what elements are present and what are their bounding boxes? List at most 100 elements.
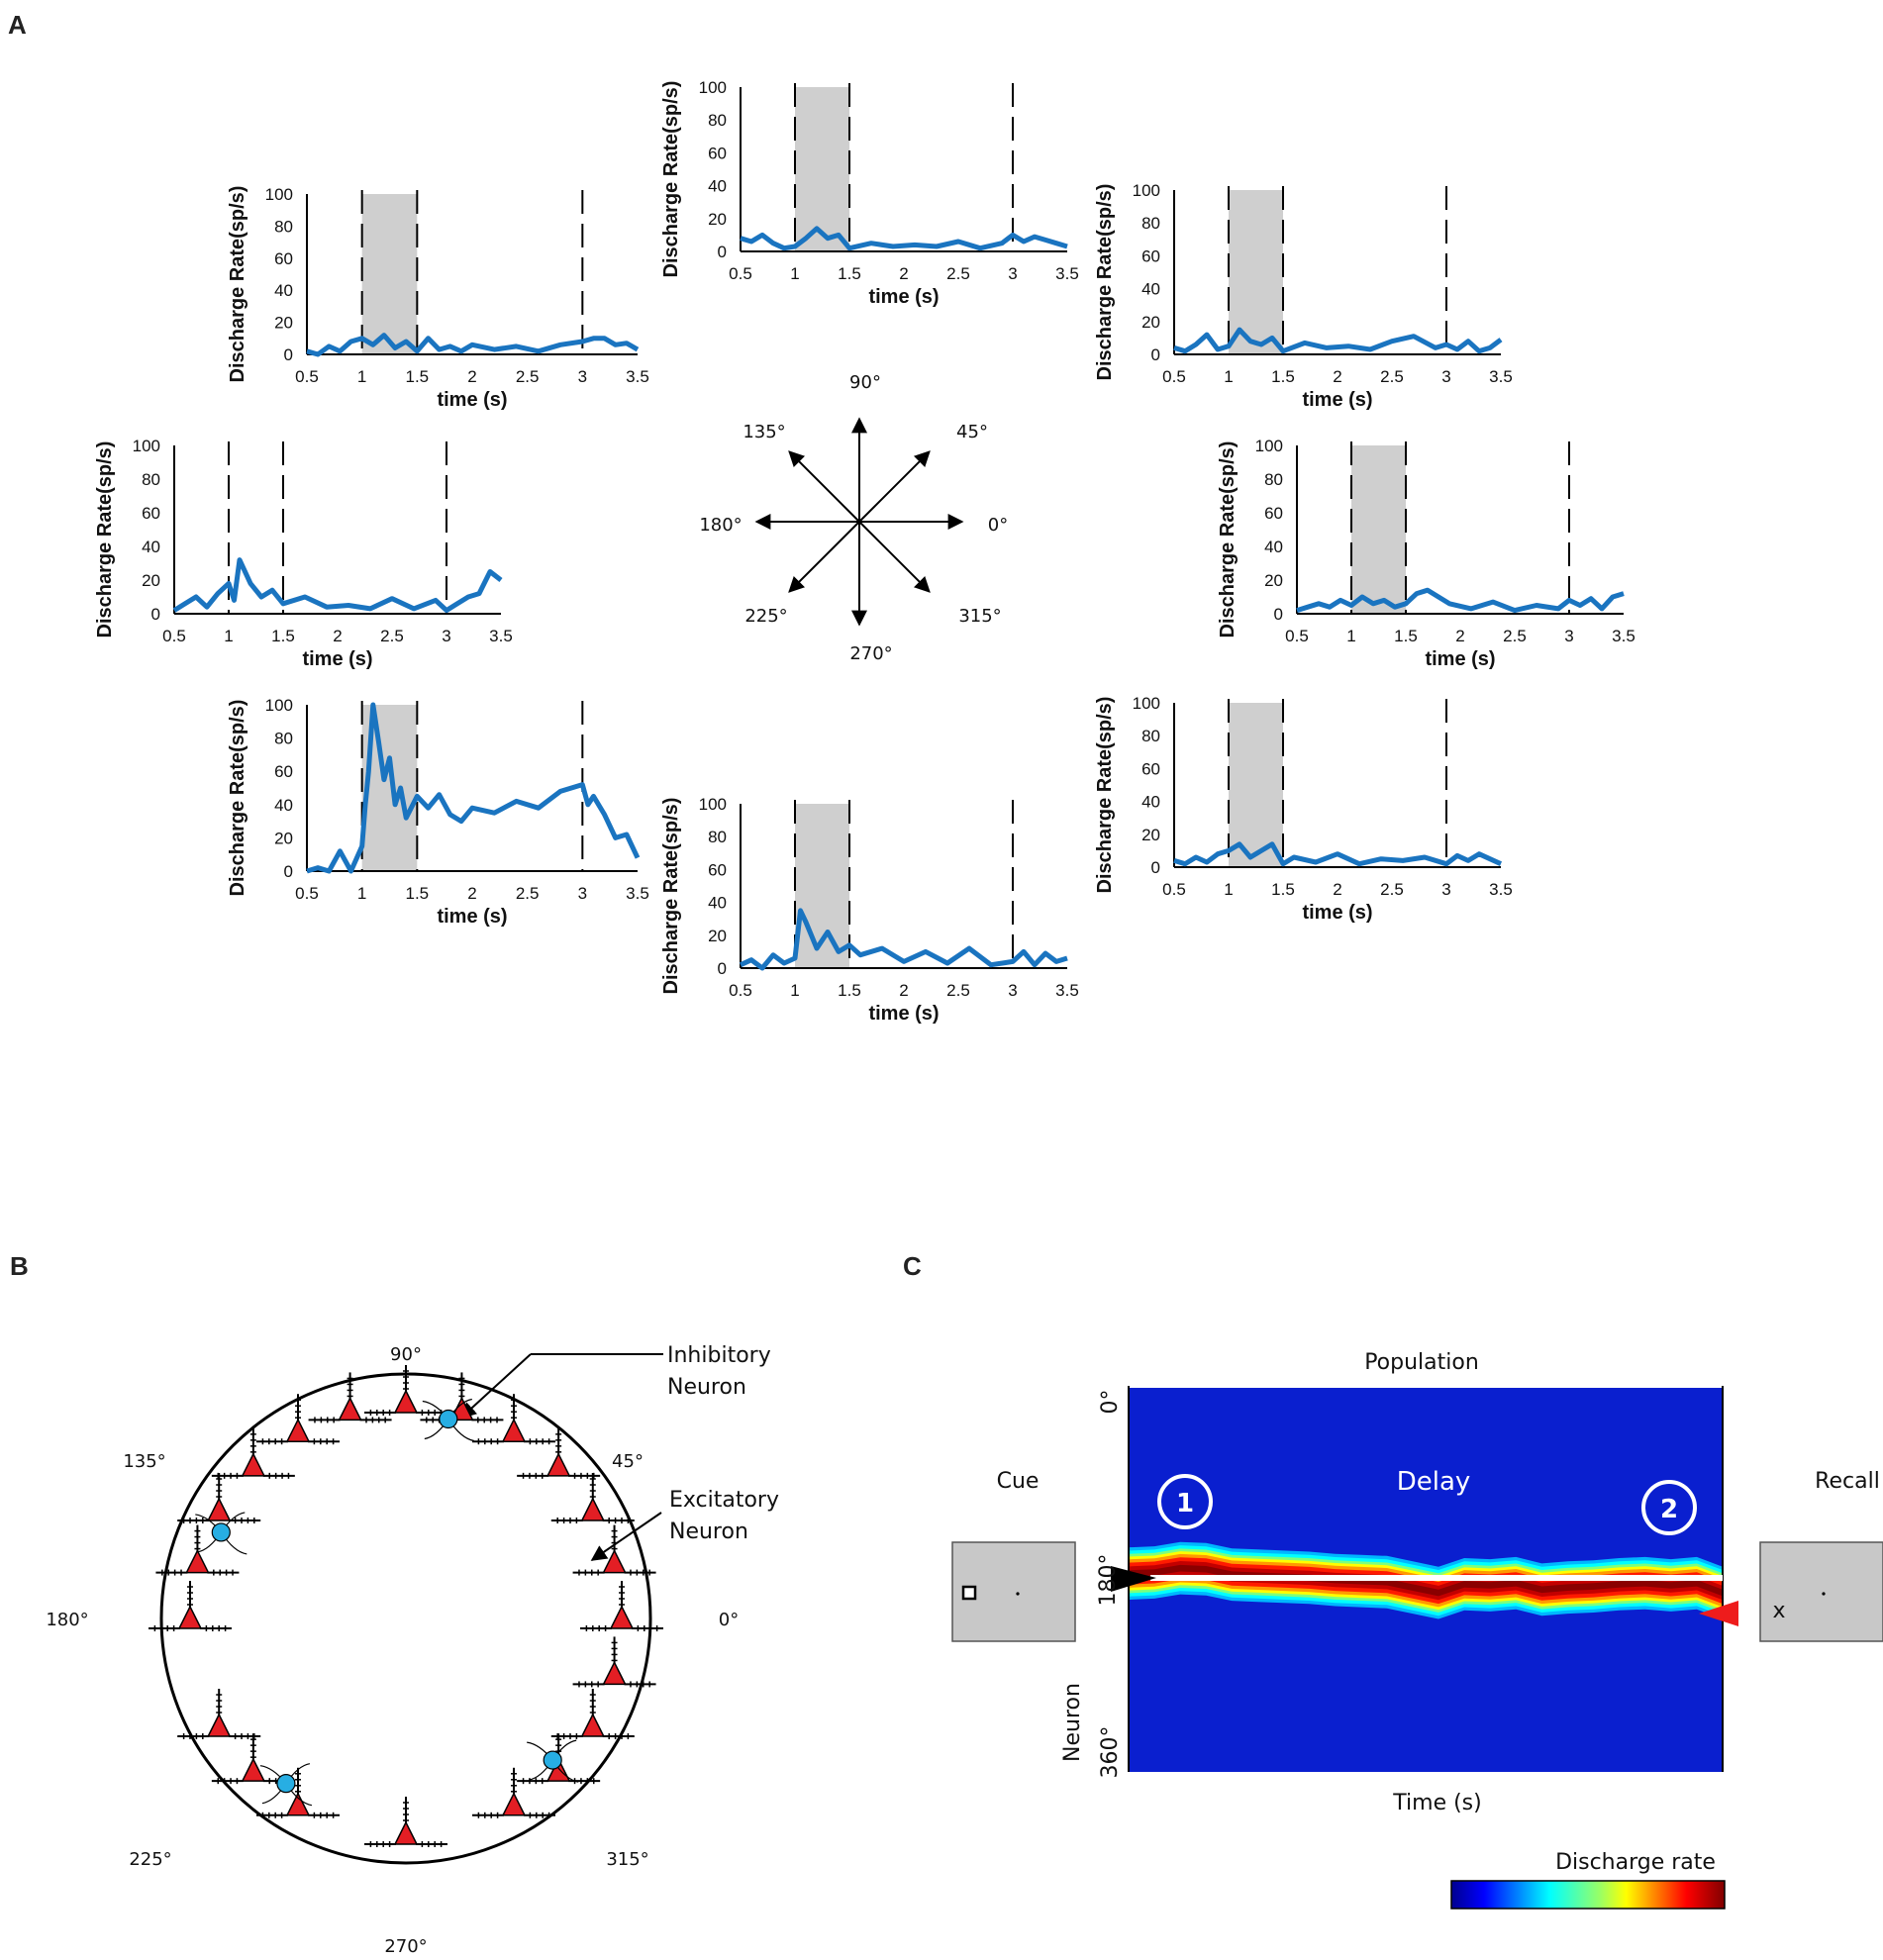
excitatory-neuron-11	[364, 1797, 447, 1847]
excitatory-neuron-6	[580, 1581, 663, 1631]
ytick-label-0-plot-5: 0	[284, 862, 293, 881]
excitatory-neuron-19	[256, 1394, 340, 1445]
compass-arrow-1	[858, 450, 931, 523]
excitatory-soma-20	[338, 1396, 362, 1421]
ytick-label-0-plot-6: 0	[718, 959, 727, 978]
cue-fixation-dot	[1016, 1592, 1020, 1596]
inhibitory-neuron-3	[527, 1739, 579, 1783]
ring-label-270: 270°	[384, 1936, 427, 1957]
ytick-label-4-plot-2: 80	[1141, 214, 1160, 233]
xtick-label-2-plot-4: 1.5	[1394, 627, 1418, 645]
neuron-layer	[149, 1365, 663, 1847]
xtick-label-2-plot-5: 1.5	[406, 884, 430, 903]
xtick-label-6-plot-3: 3.5	[489, 627, 513, 645]
xtick-label-6-plot-4: 3.5	[1612, 627, 1635, 645]
y-axis-label-plot-1: Discharge Rate(sp/s)	[660, 81, 682, 278]
xtick-label-1-plot-7: 1	[1224, 880, 1233, 899]
xtick-label-4-plot-7: 2.5	[1380, 880, 1404, 899]
ytick-label-4-plot-1: 80	[708, 111, 727, 130]
ring-label-90: 90°	[390, 1344, 422, 1365]
x-axis-label-plot-3: time (s)	[302, 648, 372, 670]
delay-label: Delay	[1397, 1467, 1471, 1497]
xtick-label-6-plot-7: 3.5	[1489, 880, 1513, 899]
xtick-label-5-plot-2: 3	[1441, 367, 1450, 386]
ring-label-315: 315°	[606, 1849, 648, 1870]
x-axis-label-plot-5: time (s)	[437, 906, 507, 928]
xtick-label-4-plot-1: 2.5	[946, 264, 970, 283]
xtick-label-2-plot-3: 1.5	[271, 627, 295, 645]
ytick-label-1-plot-3: 20	[142, 571, 160, 590]
excitatory-soma-9	[545, 1757, 571, 1782]
ytick-label-2-plot-3: 40	[142, 538, 160, 556]
excitatory-neuron-14	[177, 1689, 261, 1739]
ytick-0deg: 0°	[1098, 1390, 1123, 1415]
panel-letter-c: C	[903, 1251, 922, 1281]
xtick-label-2-plot-7: 1.5	[1271, 880, 1295, 899]
rate-trace-plot-4	[1296, 587, 1625, 614]
excitatory-soma-12	[285, 1792, 311, 1816]
xtick-label-4-plot-3: 2.5	[380, 627, 404, 645]
direction-compass: 90° 45° 0° 315° 270° 225° 180° 135°	[699, 372, 1008, 664]
excitatory-neuron-3	[517, 1427, 601, 1479]
y-axis-label-plot-7: Discharge Rate(sp/s)	[1094, 697, 1116, 894]
compass-arrow-7	[788, 450, 860, 523]
bump-band-7	[1129, 1564, 1723, 1597]
population-xlabel: Time (s)	[1392, 1791, 1481, 1815]
excitatory-soma-15	[177, 1605, 203, 1629]
ytick-label-3-plot-3: 60	[142, 504, 160, 523]
y-axis-label-plot-2: Discharge Rate(sp/s)	[1094, 184, 1116, 381]
excitatory-neuron-2	[472, 1394, 555, 1445]
excitatory-neuron-20	[308, 1372, 392, 1423]
marker-1-text: 1	[1176, 1489, 1194, 1519]
colorbar-label: Discharge rate	[1555, 1850, 1716, 1875]
excitatory-soma-19	[285, 1418, 311, 1442]
excitatory-soma-8	[580, 1713, 606, 1737]
recall-fixation-dot	[1822, 1592, 1826, 1596]
cue-position-marker	[1111, 1566, 1156, 1592]
xtick-label-0-plot-5: 0.5	[295, 884, 319, 903]
xtick-label-3-plot-4: 2	[1455, 627, 1464, 645]
ytick-label-0-plot-1: 0	[718, 243, 727, 261]
excitatory-neuron-18	[211, 1427, 295, 1479]
xtick-label-5-plot-0: 3	[578, 367, 587, 386]
y-axis-label-plot-4: Discharge Rate(sp/s)	[1217, 441, 1239, 638]
ytick-label-4-plot-7: 80	[1141, 727, 1160, 745]
ytick-label-4-plot-0: 80	[274, 217, 293, 236]
panel-letter-b: B	[10, 1251, 29, 1281]
ytick-label-2-plot-4: 40	[1264, 538, 1283, 556]
excitatory-neuron-0	[364, 1365, 447, 1416]
excitatory-soma-11	[393, 1820, 419, 1845]
rate-trace-plot-5	[306, 702, 641, 874]
rate-trace-plot-7	[1173, 841, 1503, 867]
xtick-label-3-plot-0: 2	[467, 367, 476, 386]
ytick-label-2-plot-5: 40	[274, 796, 293, 815]
cue-shade-plot-4	[1351, 445, 1406, 614]
xtick-label-2-plot-2: 1.5	[1271, 367, 1295, 386]
x-axis-label-plot-6: time (s)	[868, 1003, 939, 1025]
ytick-label-3-plot-2: 60	[1141, 246, 1160, 265]
x-axis-label-plot-4: time (s)	[1425, 648, 1495, 670]
population-title: Population	[1364, 1350, 1479, 1375]
xtick-label-3-plot-5: 2	[467, 884, 476, 903]
ytick-label-3-plot-6: 60	[708, 860, 727, 879]
ytick-label-2-plot-1: 40	[708, 177, 727, 196]
ytick-label-5-plot-3: 100	[133, 437, 160, 455]
xtick-label-1-plot-3: 1	[224, 627, 233, 645]
ytick-label-3-plot-1: 60	[708, 144, 727, 162]
inhibitory-neuron-2	[259, 1763, 313, 1807]
ytick-label-4-plot-6: 80	[708, 828, 727, 846]
inhibitory-neuron-1	[195, 1512, 248, 1555]
excitatory-soma-0	[393, 1389, 419, 1414]
ytick-label-5-plot-5: 100	[265, 696, 293, 715]
excitatory-neuron-7	[572, 1636, 656, 1688]
xtick-label-2-plot-0: 1.5	[406, 367, 430, 386]
ytick-label-3-plot-5: 60	[274, 762, 293, 781]
rate-trace-plot-3	[172, 557, 503, 614]
recall-position-marker	[1699, 1601, 1738, 1626]
population-ylabel: Neuron	[1060, 1683, 1085, 1762]
cue-target-square	[961, 1585, 977, 1601]
x-axis-label-plot-0: time (s)	[437, 389, 507, 411]
xtick-label-3-plot-1: 2	[899, 264, 908, 283]
